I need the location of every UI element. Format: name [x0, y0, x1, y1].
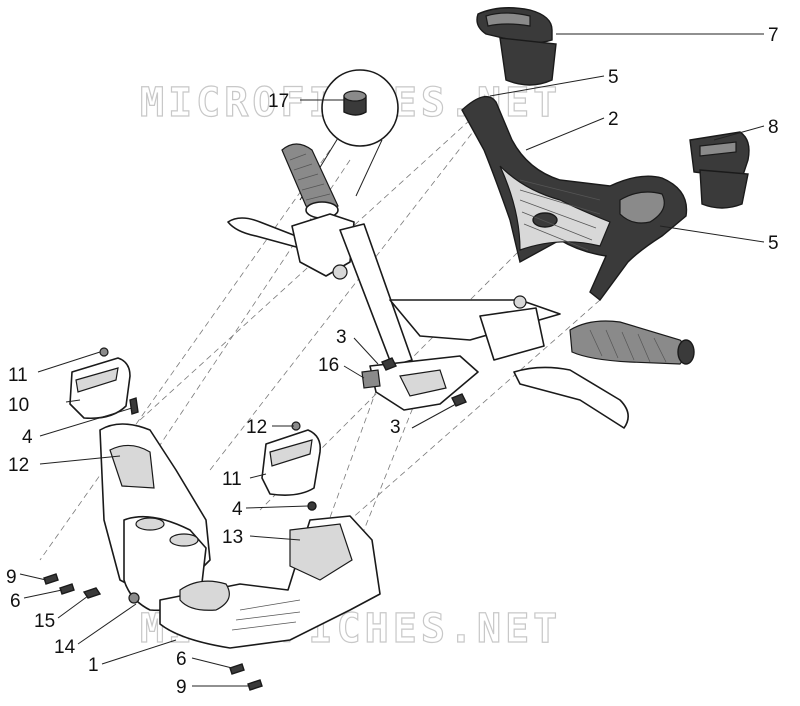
part-switch-cover-right — [689, 131, 750, 209]
callout-4: 4 — [22, 427, 33, 448]
callout-17: 17 — [268, 91, 289, 112]
callout-8: 8 — [768, 117, 779, 138]
callout-leader-lines — [19, 33, 765, 687]
callout-12: 12 — [246, 417, 267, 438]
callout-16: 16 — [318, 355, 339, 376]
part-handlebar-frame — [339, 223, 695, 429]
part-rear-handlebar-cover — [461, 95, 688, 302]
part-fasteners-frame — [361, 357, 467, 407]
callout-5: 5 — [608, 67, 619, 88]
callout-12: 12 — [8, 455, 29, 476]
callout-9: 9 — [6, 567, 17, 588]
part-front-handlebar-cover — [99, 423, 381, 649]
callout-3: 3 — [336, 327, 347, 348]
callout-13: 13 — [222, 527, 243, 548]
part-switch-cover-center — [261, 421, 322, 496]
callout-4: 4 — [232, 499, 243, 520]
part-switch-cover-left — [69, 347, 131, 420]
callout-5: 5 — [768, 233, 779, 254]
callout-1: 1 — [88, 655, 99, 676]
callout-6: 6 — [10, 591, 21, 612]
part-screws-bottom — [43, 573, 263, 691]
callout-2: 2 — [608, 109, 619, 130]
callout-6: 6 — [176, 649, 187, 670]
callout-11: 11 — [222, 469, 242, 490]
callout-labels: 7 5 17 2 8 5 3 16 11 10 3 4 12 12 11 4 1… — [6, 25, 779, 698]
callout-3: 3 — [390, 417, 401, 438]
part-left-grip-assembly — [227, 143, 355, 280]
callout-7: 7 — [768, 25, 779, 46]
callout-9: 9 — [176, 677, 187, 698]
callout-11: 11 — [8, 365, 28, 386]
callout-10: 10 — [8, 395, 29, 416]
callout-15: 15 — [34, 611, 55, 632]
callout-14: 14 — [54, 637, 76, 658]
part-grip-cover-right-top — [476, 7, 557, 86]
